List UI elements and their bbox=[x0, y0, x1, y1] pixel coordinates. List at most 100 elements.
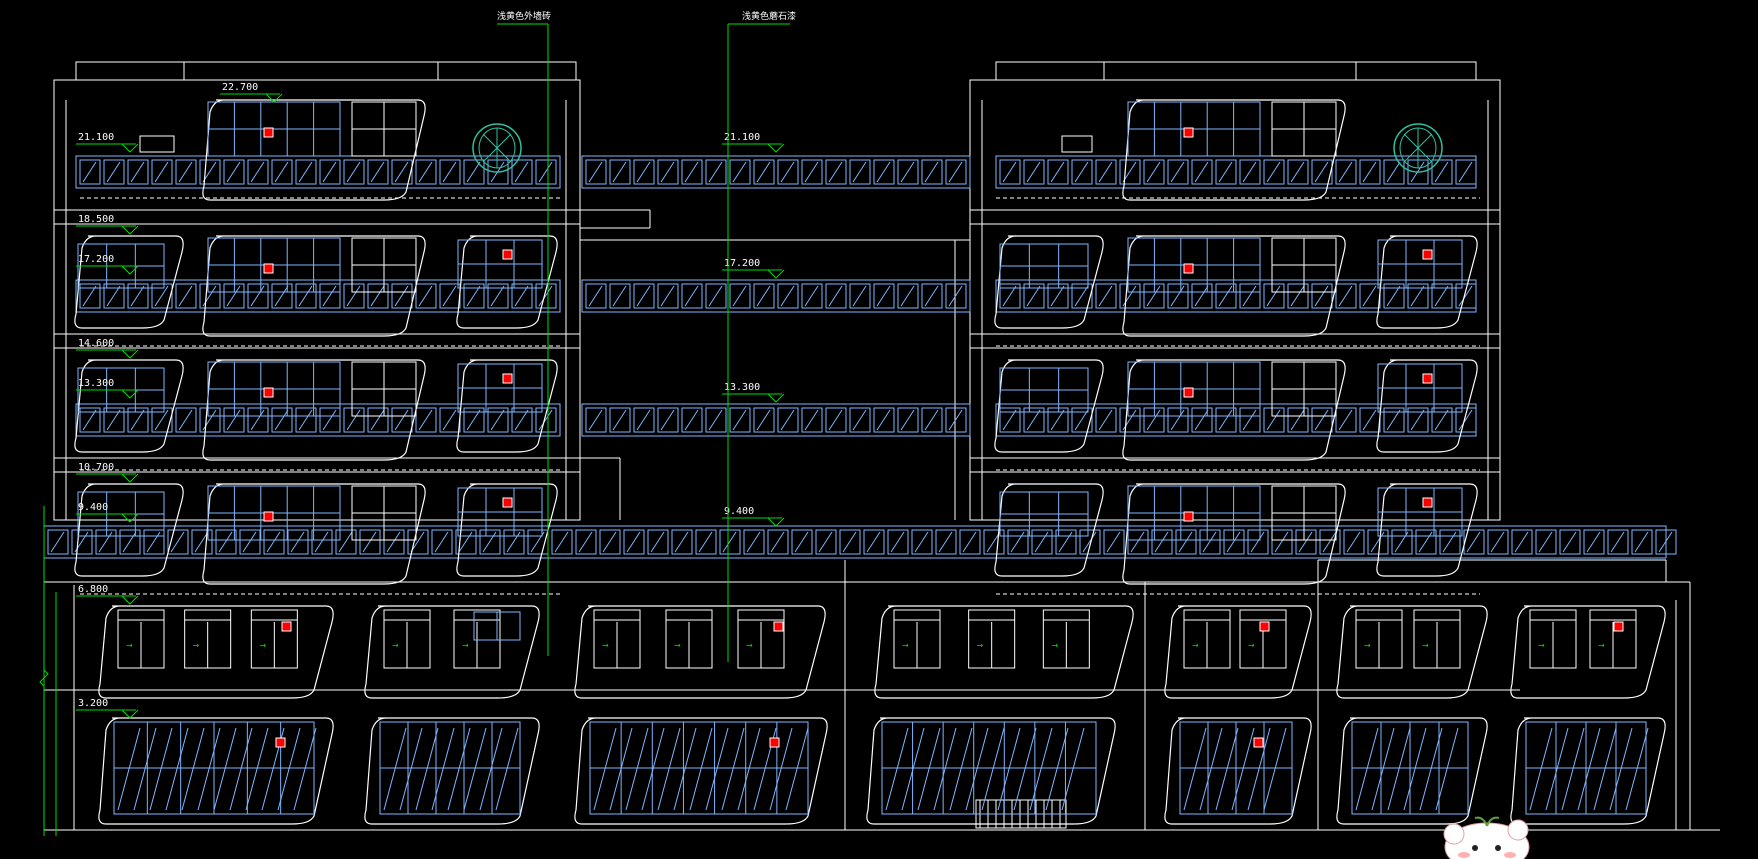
railing-panel bbox=[1119, 407, 1141, 433]
glass-hatch bbox=[277, 727, 301, 811]
railing-hatch bbox=[914, 531, 929, 553]
level-label: 3.200 bbox=[78, 698, 108, 709]
railing-panel bbox=[657, 159, 679, 185]
railing-hatch bbox=[1098, 161, 1113, 183]
railing-hatch bbox=[1082, 531, 1097, 553]
level-triangle bbox=[121, 265, 139, 275]
railing-panel bbox=[343, 283, 365, 309]
railing-panel bbox=[103, 159, 125, 185]
railing-hatch bbox=[154, 409, 169, 431]
railing-panel bbox=[1047, 159, 1069, 185]
glass-hatch bbox=[1561, 727, 1585, 811]
railing-hatch bbox=[170, 531, 185, 553]
balcony-railings bbox=[43, 155, 1677, 559]
tower-left bbox=[53, 79, 581, 521]
railing-hatch bbox=[50, 531, 65, 553]
railing-hatch bbox=[1098, 285, 1113, 307]
railing-hatch bbox=[684, 409, 699, 431]
level-label: 14.600 bbox=[78, 338, 114, 349]
railing-hatch bbox=[1026, 161, 1041, 183]
railing-hatch bbox=[804, 285, 819, 307]
railing-hatch bbox=[636, 285, 651, 307]
railing-panel bbox=[609, 159, 631, 185]
railing-hatch bbox=[154, 161, 169, 183]
railing-hatch bbox=[1226, 531, 1241, 553]
railing-hatch bbox=[1434, 285, 1449, 307]
railing-panel bbox=[825, 159, 847, 185]
level-label-center: 21.100 bbox=[724, 132, 760, 143]
glass-hatch bbox=[431, 727, 455, 811]
railing-panel bbox=[921, 407, 943, 433]
railing-hatch bbox=[924, 409, 939, 431]
railing-hatch bbox=[900, 161, 915, 183]
railing-hatch bbox=[1026, 409, 1041, 431]
railing-panel bbox=[1407, 407, 1429, 433]
railing-panel bbox=[983, 529, 1005, 555]
railing-hatch bbox=[98, 531, 113, 553]
fire-marker-icon bbox=[1422, 497, 1433, 508]
bay-outline bbox=[1122, 483, 1346, 585]
railing-hatch bbox=[852, 409, 867, 431]
railing-panel bbox=[343, 159, 365, 185]
level-label: 21.100 bbox=[78, 132, 114, 143]
railing-hatch bbox=[794, 531, 809, 553]
railing-hatch bbox=[828, 161, 843, 183]
railing-hatch bbox=[482, 531, 497, 553]
railing-hatch bbox=[1562, 531, 1577, 553]
railing-hatch bbox=[770, 531, 785, 553]
railing-panel bbox=[191, 529, 213, 555]
railing-panel bbox=[439, 159, 461, 185]
railing-panel bbox=[999, 159, 1021, 185]
railing-hatch bbox=[1218, 409, 1233, 431]
railing-panel bbox=[95, 529, 117, 555]
railing-hatch bbox=[394, 285, 409, 307]
railing-panel bbox=[849, 159, 871, 185]
green-arrow-icon: → bbox=[126, 641, 133, 650]
railing-hatch bbox=[418, 161, 433, 183]
railing-panel bbox=[1047, 283, 1069, 309]
railing-panel bbox=[1391, 529, 1413, 555]
railing-panel bbox=[1247, 529, 1269, 555]
railing-hatch bbox=[266, 531, 281, 553]
railing-hatch bbox=[722, 531, 737, 553]
glass-hatch bbox=[165, 727, 189, 811]
railing-panel bbox=[415, 159, 437, 185]
railing-panel bbox=[897, 283, 919, 309]
railing-panel bbox=[999, 283, 1021, 309]
railing-hatch bbox=[780, 161, 795, 183]
porthole-window-icon bbox=[1393, 123, 1443, 173]
glass-hatch bbox=[1371, 727, 1395, 811]
roof-parapet-left bbox=[75, 61, 577, 81]
railing-hatch bbox=[250, 285, 265, 307]
railing-panel bbox=[1263, 283, 1285, 309]
green-arrow-icon: → bbox=[259, 641, 266, 650]
railing-hatch bbox=[626, 531, 641, 553]
railing-hatch bbox=[1074, 409, 1089, 431]
railing-hatch bbox=[338, 531, 353, 553]
railing-hatch bbox=[1154, 531, 1169, 553]
railing-hatch bbox=[1002, 285, 1017, 307]
bear-eye bbox=[1472, 845, 1478, 851]
railing-panel bbox=[383, 529, 405, 555]
railing-panel bbox=[247, 407, 269, 433]
glass-hatch bbox=[1199, 727, 1223, 811]
railing-hatch bbox=[924, 285, 939, 307]
glass-hatch bbox=[1419, 727, 1443, 811]
porthole-cross bbox=[1403, 133, 1433, 163]
railing-panel bbox=[1431, 407, 1453, 433]
railing-panel bbox=[511, 159, 533, 185]
railing-hatch bbox=[1362, 161, 1377, 183]
railing-panel bbox=[343, 407, 365, 433]
railing-hatch bbox=[948, 285, 963, 307]
railing-panel bbox=[657, 283, 679, 309]
level-label-center: 13.300 bbox=[724, 382, 760, 393]
glass-hatch bbox=[933, 727, 957, 811]
glass-hatch bbox=[705, 727, 729, 811]
railing-panel bbox=[1511, 529, 1533, 555]
glass-hatch bbox=[593, 727, 617, 811]
fire-marker-icon bbox=[1422, 373, 1433, 384]
railing-panel bbox=[391, 407, 413, 433]
glass-hatch bbox=[495, 727, 519, 811]
level-label-center: 17.200 bbox=[724, 258, 760, 269]
railing-panel bbox=[585, 407, 607, 433]
